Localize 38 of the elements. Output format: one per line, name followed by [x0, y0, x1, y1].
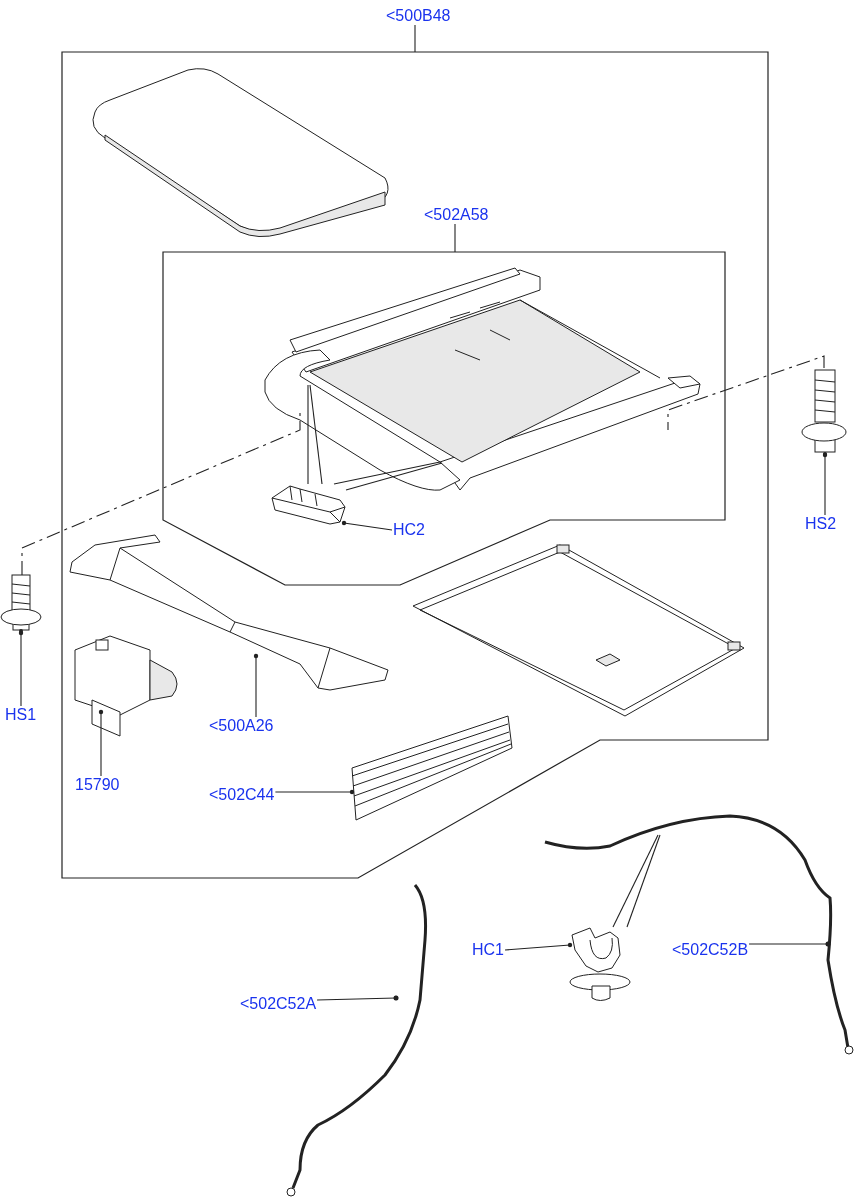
leader-line — [626, 834, 661, 928]
leader-line — [414, 24, 416, 53]
clip-drawing — [270, 484, 346, 526]
part-number-label: HS1 — [4, 706, 38, 724]
part-number-label: <502C44 — [208, 786, 276, 804]
leader-line — [454, 223, 456, 253]
bolt-drawing — [0, 573, 44, 633]
part-number-label: <500B48 — [385, 7, 452, 25]
leader-line — [504, 942, 573, 951]
leader-line — [253, 653, 259, 718]
assembly-outline — [62, 52, 768, 878]
part-number-label: <502C52B — [671, 941, 750, 959]
leader-line — [345, 462, 443, 491]
assembly-outline — [163, 252, 725, 585]
leader-line — [822, 452, 828, 516]
part-number-label: HS2 — [804, 515, 838, 533]
part-number-label: HC2 — [392, 521, 426, 539]
part-number-label: <502A58 — [423, 206, 490, 224]
sunroof-frame-drawing — [262, 266, 702, 494]
leader-line — [18, 630, 24, 707]
leader-line — [307, 384, 309, 485]
leader-line — [98, 709, 104, 777]
leader-line — [748, 941, 831, 947]
seal-strip-drawing — [348, 713, 514, 824]
leader-line — [341, 520, 393, 531]
part-number-label: HC1 — [471, 941, 505, 959]
leader-line — [316, 995, 399, 1001]
bolt-drawing — [800, 368, 848, 456]
leader-line — [612, 834, 659, 928]
assembly-line — [667, 355, 825, 431]
part-number-label: <500A26 — [208, 717, 275, 735]
assembly-line — [21, 411, 301, 576]
wind-deflector-drawing — [66, 532, 392, 692]
part-number-label: <502C52A — [239, 995, 318, 1013]
leader-line — [274, 789, 355, 795]
leader-line — [333, 461, 441, 485]
part-number-label: 15790 — [74, 776, 121, 794]
leader-line — [309, 384, 323, 485]
